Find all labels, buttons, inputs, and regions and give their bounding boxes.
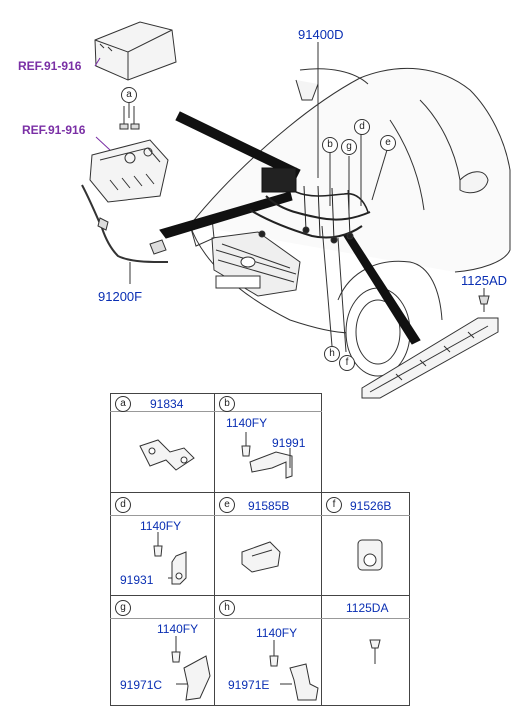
callout-g: g [341, 139, 357, 155]
ref-label-upper[interactable]: REF.91-916 [18, 59, 82, 73]
part-label-battery-cable: 91200F [98, 289, 143, 304]
cell-d-label-2: 91931 [120, 573, 154, 587]
cell-letter-e: e [219, 497, 235, 513]
cell-letter-a: a [115, 396, 131, 412]
cell-g-label-2: 91971C [120, 678, 163, 692]
cell-letter-b: b [219, 396, 235, 412]
callout-f: f [339, 355, 355, 371]
cell-letter-g: g [115, 600, 131, 616]
cell-letter-d: d [115, 497, 131, 513]
cell-title-a: 91834 [150, 397, 184, 411]
cell-h-label-2: 91971E [228, 678, 270, 692]
part-label-bolt: 1125AD [461, 273, 508, 288]
callout-e: e [380, 135, 396, 151]
callout-h: h [324, 346, 340, 362]
cell-title-f: 91526B [350, 499, 392, 513]
callout-b: b [322, 137, 338, 153]
cell-letter-f: f [326, 497, 342, 513]
cell-h-label-1: 1140FY [256, 626, 298, 640]
cell-b-label-1: 1140FY [226, 416, 268, 430]
cell-b-label-2: 91991 [272, 436, 306, 450]
cell-letter-h: h [219, 600, 235, 616]
callout-a: a [121, 87, 137, 103]
cell-d-label-1: 1140FY [140, 519, 182, 533]
cell-g-label-1: 1140FY [157, 622, 199, 636]
cell-title-1125da: 1125DA [346, 601, 389, 615]
part-label-harness: 91400D [298, 27, 344, 42]
cell-title-e: 91585B [248, 499, 290, 513]
callout-d: d [354, 119, 370, 135]
main-illustration [81, 21, 511, 399]
ref-label-lower[interactable]: REF.91-916 [22, 123, 86, 137]
